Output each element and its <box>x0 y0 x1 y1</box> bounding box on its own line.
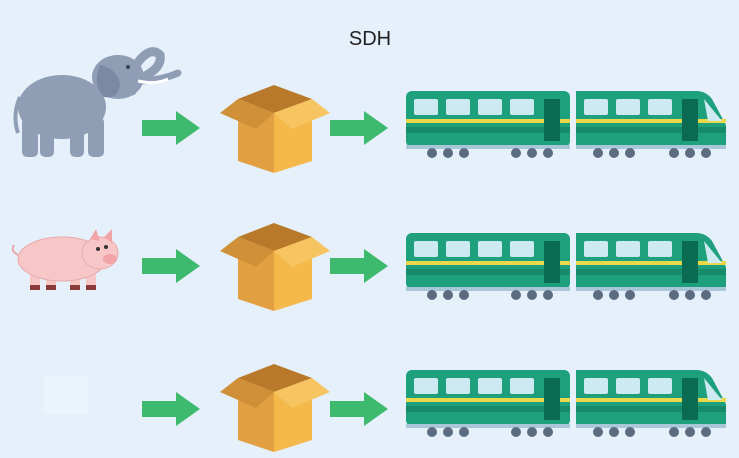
box-icon <box>220 85 330 173</box>
arrow-icon <box>142 111 200 145</box>
pig-icon <box>11 229 119 290</box>
diagram-title: SDH <box>348 28 392 50</box>
diagram-row-2 <box>0 175 739 311</box>
arrow-icon <box>330 249 388 283</box>
box-icon <box>220 223 330 311</box>
diagram-row-1 <box>0 35 739 173</box>
elephant-icon <box>13 47 182 157</box>
arrow-icon <box>330 111 388 145</box>
arrow-icon <box>142 249 200 283</box>
box-icon <box>220 364 330 452</box>
train-icon <box>406 91 726 158</box>
arrow-icon <box>142 392 200 426</box>
train-icon <box>406 233 726 300</box>
arrow-icon <box>330 392 388 426</box>
empty-placeholder-icon <box>44 376 88 414</box>
diagram-row-3 <box>0 318 739 452</box>
train-icon <box>406 370 726 437</box>
